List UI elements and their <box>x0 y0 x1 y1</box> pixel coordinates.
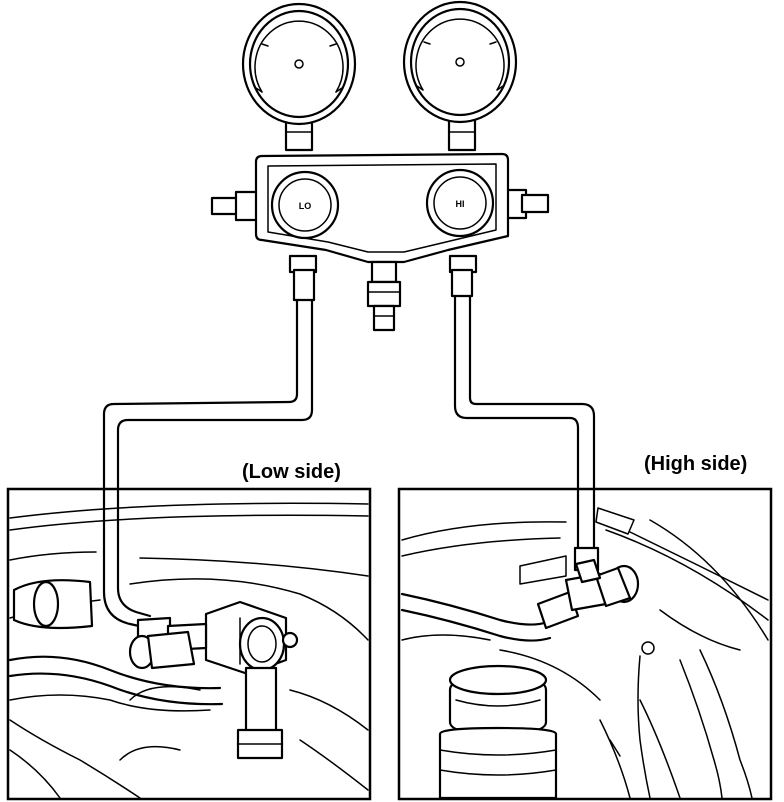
lo-knob-label: LO <box>299 201 312 211</box>
low-side-coupler <box>128 616 208 670</box>
manifold-bottom-fittings <box>288 254 478 332</box>
high-side-label: (High side) <box>644 453 747 475</box>
low-side-inset-panel <box>6 487 372 801</box>
high-pressure-gauge <box>402 0 518 152</box>
hi-knob-label: HI <box>456 199 465 209</box>
low-side-label: (Low side) <box>242 461 341 483</box>
hi-valve-knob: HI <box>425 168 495 238</box>
lo-valve-knob: LO <box>270 170 340 240</box>
manifold-gauge-set: LO HI <box>210 0 550 332</box>
high-side-hose <box>453 294 600 572</box>
manifold-side-fittings <box>210 188 550 222</box>
high-side-coupler <box>536 558 640 630</box>
low-side-service-valve <box>204 600 299 760</box>
low-side-hose <box>102 298 314 630</box>
high-side-inset-panel <box>397 487 773 801</box>
low-pressure-gauge <box>241 2 357 152</box>
reservoir-cap <box>438 664 558 800</box>
